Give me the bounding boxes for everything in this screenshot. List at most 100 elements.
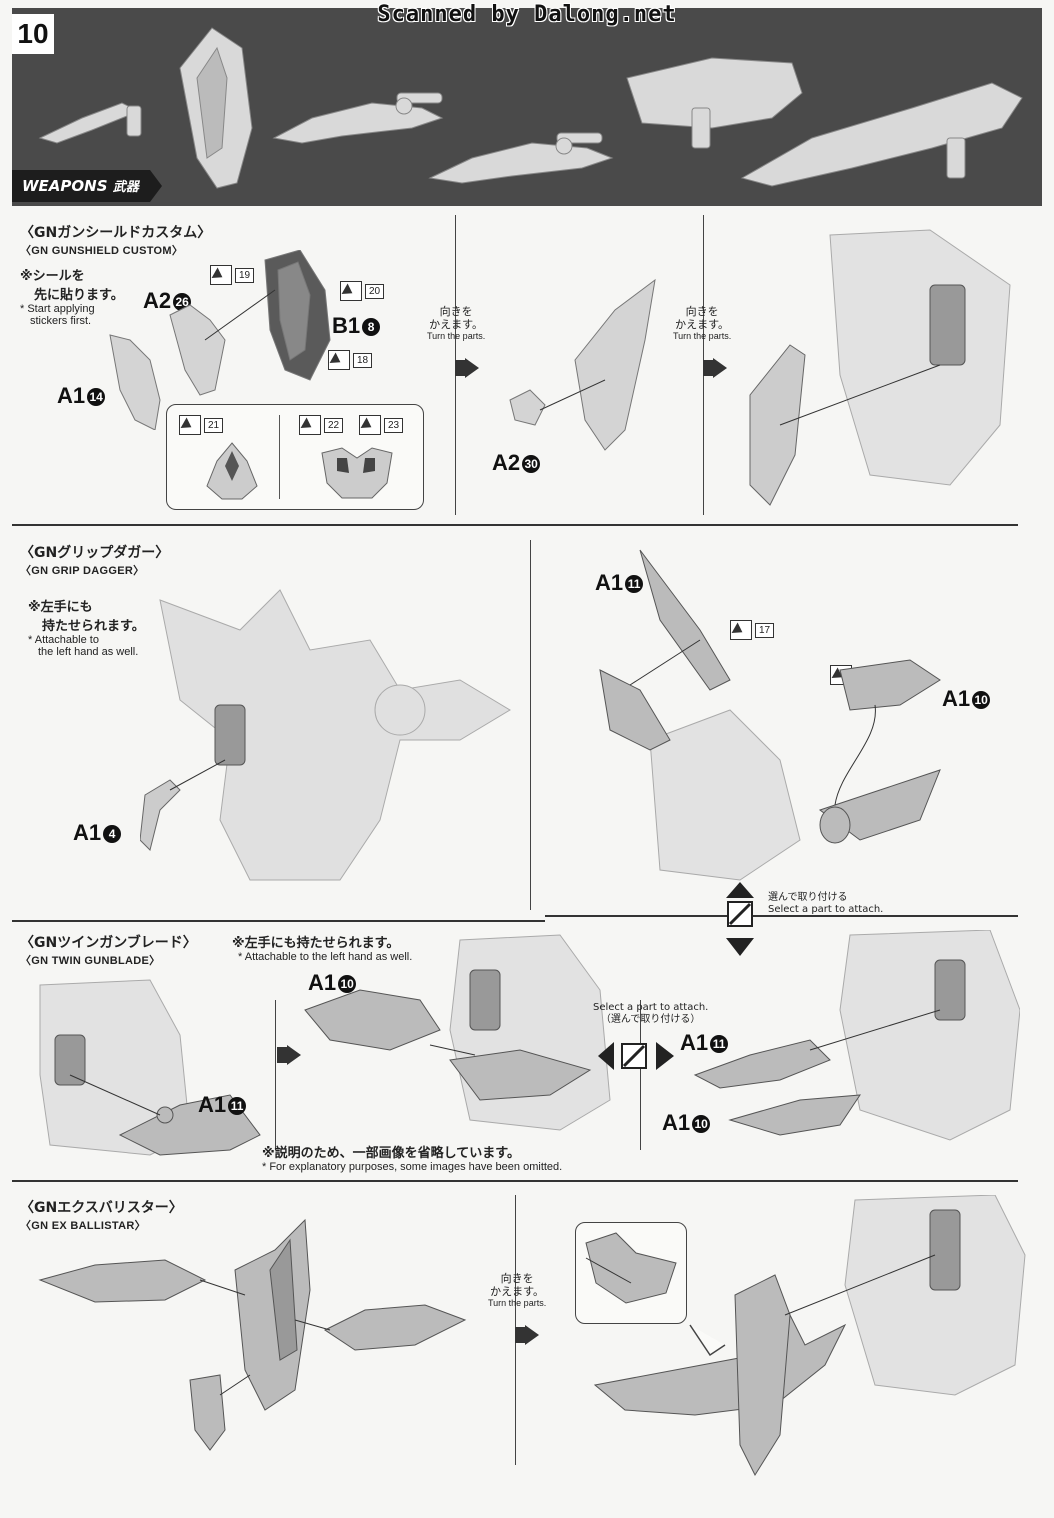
select-part-icon-horizontal — [598, 1042, 674, 1070]
part-label-a2-30-text: A2 — [492, 450, 521, 475]
ex-ballistar-detail-box — [575, 1222, 687, 1324]
header-band — [12, 8, 1042, 206]
select-part-note-vertical-en: Select a part to attach. — [768, 904, 884, 915]
twin-gunblade-step-arrow — [277, 1045, 301, 1065]
twin-gunblade-attach-illustration — [304, 934, 611, 1131]
sticker-17-a-num: 17 — [755, 622, 775, 638]
sticker-17-a: 17 — [730, 620, 775, 640]
step-number: 10 — [12, 14, 54, 54]
sticker-19: 19 — [210, 265, 255, 285]
twin-gunblade-omit-jp: ※説明のため、一部画像を省略しています。 — [262, 1146, 520, 1161]
part-num-10-tg-top: 10 — [338, 975, 357, 994]
gunshield-step2-illustration — [509, 278, 656, 451]
grip-dagger-note: ※左手にも 持たせられます。 * Attachable to the left … — [28, 596, 145, 658]
ex-ballistar-turn-jp: 向きを — [500, 1272, 534, 1285]
weapons-tag-jp: 武器 — [112, 180, 139, 195]
sticker-20: 20 — [340, 281, 385, 301]
part-label-a2-26-text: A2 — [143, 288, 172, 313]
part-label-a1-11-tg-right-text: A1 — [680, 1030, 709, 1055]
twin-gunblade-robot-illustration — [39, 979, 261, 1156]
sticker-22-num: 22 — [324, 417, 344, 433]
header-gunblade-1 — [272, 92, 444, 144]
sticker-19-num: 19 — [235, 267, 255, 283]
gunshield-turn-2: 向きを かえます。 Turn the parts. — [673, 305, 731, 342]
part-num-11-gd: 11 — [625, 575, 644, 594]
divider-tg-bottom — [12, 1180, 1018, 1182]
ex-ballistar-title-en: 〈GN EX BALLISTAR〉 — [20, 1220, 146, 1232]
gunshield-turn-2-jp2: かえます。 — [675, 318, 730, 332]
gunshield-turn-2-jp: 向きを — [685, 305, 719, 318]
gunshield-note-jp-2: 先に貼ります。 — [34, 288, 124, 303]
gunshield-sticker-detail-box: 21 22 23 — [166, 404, 424, 510]
twin-gunblade-omit-en: * For explanatory purposes, some images … — [262, 1161, 563, 1173]
grip-dagger-robot-illustration — [140, 589, 511, 881]
ex-ballistar-step-arrow — [515, 1325, 539, 1345]
ex-ballistar-title-jp: 〈GNエクスバリスター〉 — [20, 1200, 183, 1216]
header-dagger — [38, 102, 142, 144]
gunshield-note: ※シールを 先に貼ります。 * Start applying stickers … — [20, 265, 124, 327]
header-weapon-illustrations — [38, 27, 1023, 189]
grip-dagger-title: 〈GNグリップダガー〉 〈GN GRIP DAGGER〉 — [20, 542, 169, 578]
part-num-10-tg-right: 10 — [692, 1115, 711, 1134]
twin-gunblade-note-en: * Attachable to the left hand as well. — [238, 951, 413, 963]
part-num-10-gd: 10 — [972, 691, 991, 710]
sticker-18-num: 18 — [353, 352, 373, 368]
sticker-20-num: 20 — [365, 283, 385, 299]
part-num-30: 30 — [522, 455, 541, 474]
weapons-tag-en: WEAPONS — [22, 177, 108, 195]
gunshield-parts-illustration — [109, 250, 331, 430]
part-num-4: 4 — [103, 825, 122, 844]
gunshield-title: 〈GNガンシールドカスタム〉 〈GN GUNSHIELD CUSTOM〉 — [20, 222, 211, 258]
divider-tg-1 — [275, 1000, 276, 1150]
sticker-23-num: 23 — [384, 417, 404, 433]
divider-gd-vertical — [530, 540, 531, 910]
twin-gunblade-note: ※左手にも持たせられます。 * Attachable to the left h… — [232, 932, 412, 963]
ex-ballistar-turn-jp2: かえます。 — [490, 1285, 545, 1299]
select-part-note-vertical-jp: 選んで取り付ける — [768, 892, 848, 903]
ex-ballistar-parts-illustration — [38, 1218, 467, 1451]
sticker-22: 22 — [299, 415, 344, 435]
weapons-section-tag: WEAPONS 武器 — [12, 170, 162, 202]
sticker-22-23-part-illustration — [321, 447, 393, 499]
divider-tg-2 — [640, 1000, 641, 1150]
part-label-a1-10-gd-text: A1 — [942, 686, 971, 711]
grip-dagger-note-jp-2: 持たせられます。 — [42, 619, 145, 634]
gunshield-title-en: 〈GN GUNSHIELD CUSTOM〉 — [20, 245, 184, 257]
grip-dagger-note-en-1: * Attachable to — [28, 634, 99, 646]
select-part-note-horizontal-en: Select a part to attach. — [593, 1002, 709, 1013]
part-label-a1-11-tg-left-text: A1 — [198, 1092, 227, 1117]
ex-ballistar-final-illustration — [593, 1195, 1026, 1477]
gunshield-note-en-1: * Start applying — [20, 303, 95, 315]
select-part-icon-vertical — [726, 882, 754, 956]
gunshield-turn-1-jp2: かえます。 — [429, 318, 484, 332]
part-num-11-tg-right: 11 — [710, 1035, 729, 1054]
gunshield-step3-illustration — [749, 229, 1011, 506]
gunshield-turn-2-en: Turn the parts. — [673, 331, 732, 342]
part-label-a1-4-text: A1 — [73, 820, 102, 845]
gunshield-note-jp-1: ※シールを — [20, 269, 85, 284]
header-ballistar-long — [740, 82, 1023, 187]
gunshield-step-arrow-2 — [703, 358, 727, 378]
part-label-b1-8-text: B1 — [332, 313, 361, 338]
ex-ballistar-title: 〈GNエクスバリスター〉 〈GN EX BALLISTAR〉 — [20, 1197, 183, 1233]
twin-gunblade-title-jp: 〈GNツインガンブレード〉 — [20, 935, 197, 951]
divider-gd-bottom-right — [545, 915, 1018, 917]
part-label-a1-10-tg-right-text: A1 — [662, 1110, 691, 1135]
sticker-21-num: 21 — [204, 417, 224, 433]
part-label-a1-11-gd-text: A1 — [595, 570, 624, 595]
header-ballistar-short — [626, 57, 803, 149]
select-part-note-horizontal: Select a part to attach. （選んで取り付ける） — [593, 1002, 708, 1026]
sticker-21-part-illustration — [206, 442, 258, 500]
twin-gunblade-title: 〈GNツインガンブレード〉 〈GN TWIN GUNBLADE〉 — [20, 932, 197, 968]
header-shield — [179, 27, 253, 189]
ex-ballistar-detail-illustration — [585, 1232, 677, 1304]
